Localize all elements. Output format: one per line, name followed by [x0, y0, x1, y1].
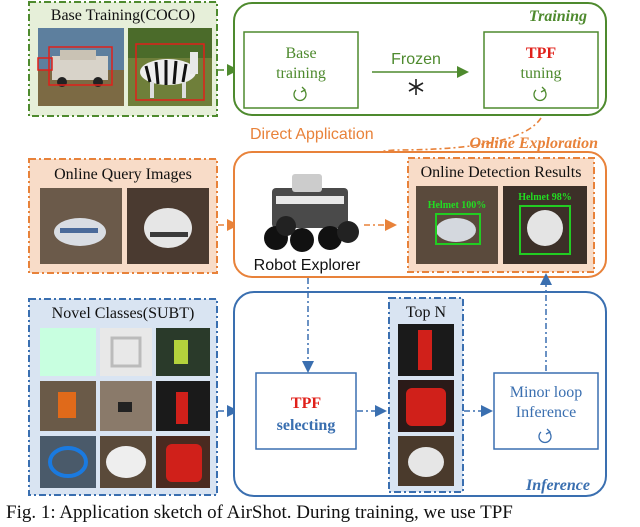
top-n-label: Top N [406, 304, 447, 321]
online-exploration-title: Online Exploration [470, 135, 599, 152]
base-training-box-line1: Base [285, 45, 316, 62]
car-photo [37, 28, 124, 106]
training-panel: Training Base training Frozen TPF tuning [233, 2, 607, 116]
tpf-tuning-accent: TPF [526, 45, 556, 62]
online-query-panel: Online Query Images [28, 158, 218, 274]
loop-icon [538, 431, 552, 444]
base-training-box [243, 31, 359, 109]
detection-label-2: Helmet 98% [518, 192, 572, 203]
loop-icon [533, 89, 547, 102]
novel-classes-panel: Novel Classes(SUBT) [28, 298, 218, 496]
minor-loop-line1: Minor loop [510, 384, 582, 401]
training-title: Training [529, 8, 587, 25]
novel-classes-title: Novel Classes(SUBT) [52, 305, 195, 322]
minor-loop-box [493, 372, 599, 450]
base-training-title: Base Training(COCO) [51, 7, 195, 24]
loop-icon [293, 89, 307, 102]
detection-label-1: Helmet 100% [428, 200, 487, 211]
direct-application-label: Direct Application [250, 126, 374, 143]
minor-loop-line2: Inference [516, 404, 576, 421]
online-exploration-panel: Robot Explorer Online Detection Results … [233, 151, 607, 278]
online-results-title: Online Detection Results [421, 164, 582, 181]
robot-explorer-label: Robot Explorer [254, 257, 361, 274]
zebra-photo [128, 28, 212, 106]
robot-icon [264, 174, 359, 252]
tpf-selecting-sub: selecting [277, 417, 336, 434]
online-query-title: Online Query Images [54, 166, 192, 183]
inference-panel: Inference TPF selecting Top N Minor loop… [233, 273, 607, 497]
figure-caption: Fig. 1: Application sketch of AirShot. D… [6, 502, 513, 523]
tpf-tuning-sub: tuning [521, 65, 562, 82]
snowflake-icon [408, 79, 424, 95]
tpf-selecting-accent: TPF [291, 395, 321, 412]
base-training-box-line2: training [276, 65, 326, 82]
tpf-tuning-box [483, 31, 599, 109]
base-training-panel: Base Training(COCO) [28, 1, 218, 117]
inference-title: Inference [525, 477, 590, 494]
frozen-label: Frozen [391, 51, 441, 68]
tpf-selecting-box [255, 372, 357, 450]
